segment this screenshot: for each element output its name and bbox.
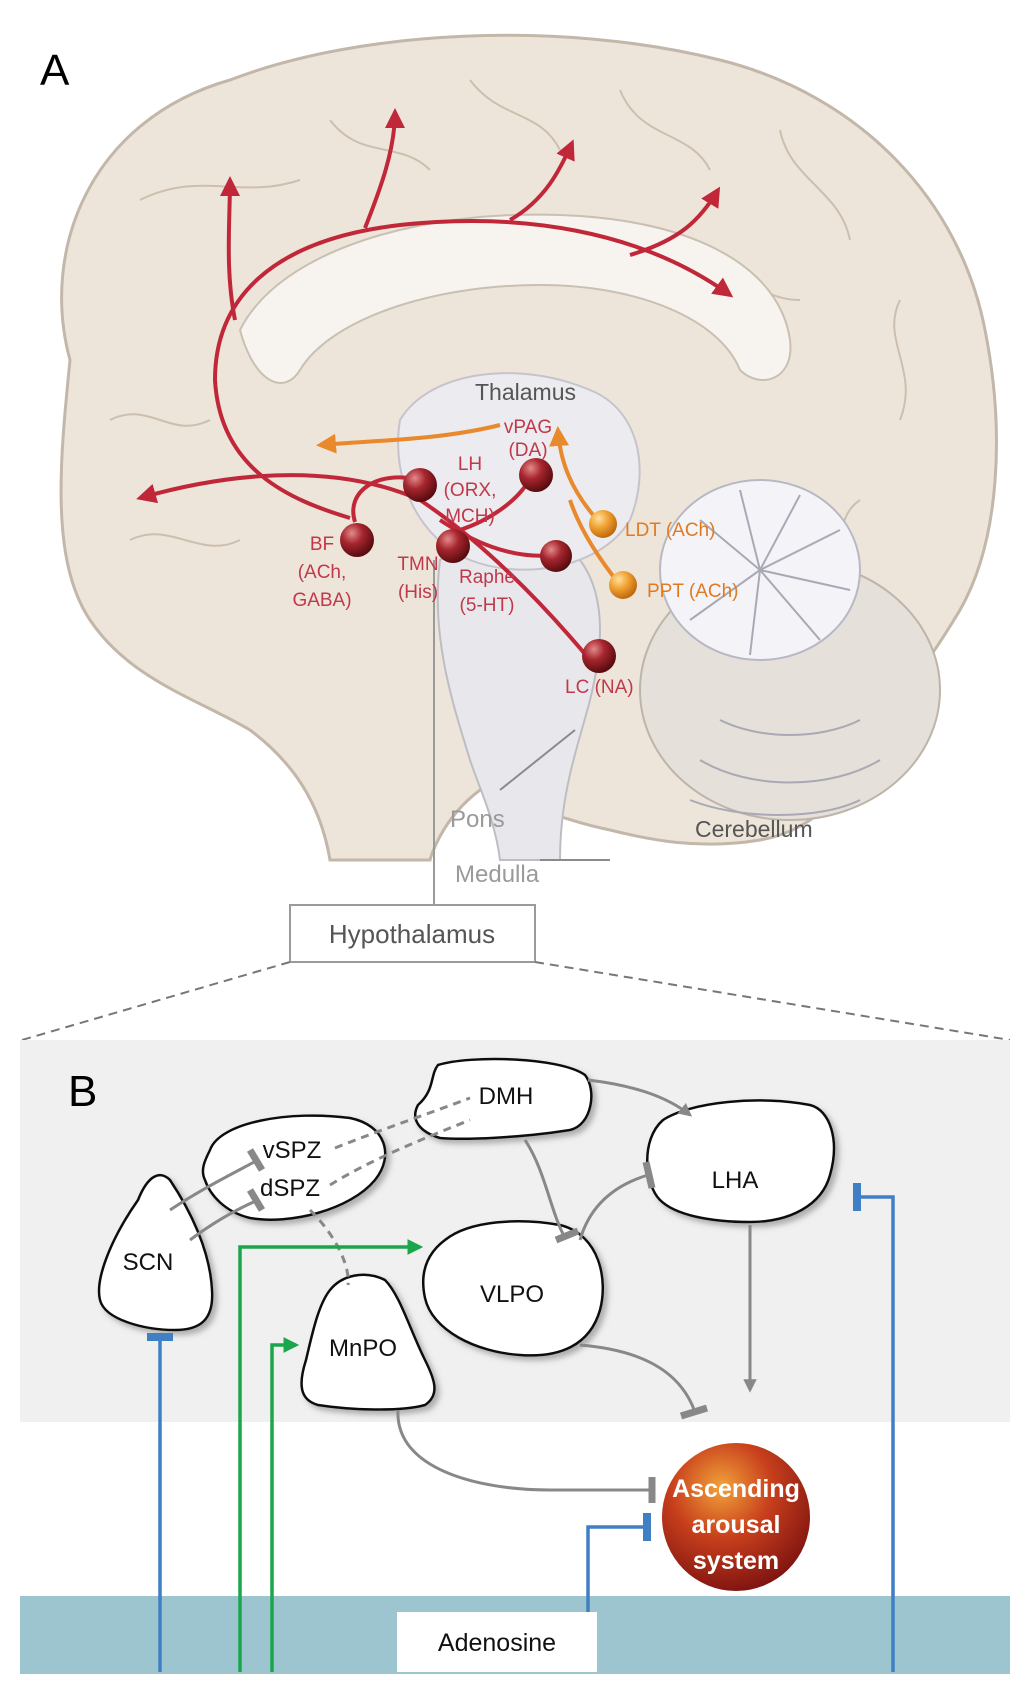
dashed-links (308, 1096, 471, 1286)
ldt-to-thalamus (549, 426, 602, 525)
green-connections (238, 1239, 424, 1672)
mnpo-label: MnPO (329, 1335, 397, 1362)
lha-blob (646, 1099, 836, 1224)
svg-text:(ORX,: (ORX, (444, 480, 497, 501)
svg-text:(His): (His) (398, 582, 438, 603)
aas-label: Ascending arousal system (672, 1475, 800, 1575)
branch-frontal (219, 176, 240, 321)
svg-text:(DA): (DA) (508, 440, 547, 461)
thalamus-label: Thalamus (475, 379, 576, 405)
corpus-callosum (238, 213, 792, 384)
ldt-node (589, 510, 617, 538)
panel-a: A Thalamus Pons Medulla Cerebellum BF (A… (40, 33, 998, 963)
dmh-label: DMH (479, 1083, 534, 1110)
scn-to-vspz (169, 1158, 259, 1212)
svg-text:arousal: arousal (692, 1511, 781, 1539)
vlpo-to-aas (579, 1343, 697, 1413)
mnpo-to-aas (396, 1409, 650, 1492)
vlpo-blob (421, 1220, 604, 1357)
adenosine-to-mnpo (270, 1337, 300, 1672)
raphe-node (540, 540, 572, 572)
panel-a-letter: A (40, 46, 70, 95)
raphe-label: Raphe (5-HT) (459, 567, 515, 616)
vpag-label: vPAG (DA) (504, 417, 552, 461)
lc-label: LC (NA) (565, 677, 634, 698)
orange-to-bf (316, 423, 501, 454)
medulla-label: Medulla (455, 861, 540, 888)
lh-node (403, 468, 437, 502)
svg-text:system: system (693, 1547, 779, 1575)
svg-text:GABA): GABA) (292, 590, 351, 611)
svg-text:TMN: TMN (397, 554, 438, 575)
svg-text:Raphe: Raphe (459, 567, 515, 588)
zoom-line-right (534, 961, 1011, 1041)
panel-b: B (20, 1040, 1010, 1674)
svg-text:(ACh,: (ACh, (298, 562, 347, 583)
cerebellum (639, 479, 941, 821)
tmn-label: TMN (His) (397, 554, 438, 603)
branch-superior1 (363, 108, 405, 229)
scn-blob (97, 1174, 214, 1332)
scn-label: SCN (123, 1249, 174, 1276)
dmh-to-lha (587, 1078, 693, 1117)
adenosine-label: Adenosine (438, 1629, 556, 1657)
svg-text:(5-HT): (5-HT) (460, 595, 515, 616)
svg-text:LH: LH (458, 454, 482, 475)
tmn-node (436, 529, 470, 563)
adenosine-box (397, 1612, 597, 1672)
pons-pointer (499, 729, 576, 791)
scn-to-dspz (189, 1198, 259, 1242)
dmh-blob (414, 1057, 593, 1140)
svg-text:vPAG: vPAG (504, 417, 552, 438)
vlpo-label: VLPO (480, 1281, 544, 1308)
mnpo-blob (300, 1273, 436, 1411)
hypothalamus-box (289, 904, 536, 963)
svg-text:MCH): MCH) (445, 506, 495, 527)
vlpo-to-lha (578, 1173, 649, 1241)
lha-label: LHA (712, 1167, 759, 1194)
dorsal-pathway (212, 219, 734, 520)
ascending-arousal-system (662, 1443, 810, 1591)
ppt-node (609, 571, 637, 599)
adenosine-to-lha (855, 1195, 895, 1672)
blue-inhibit-bars (147, 1183, 861, 1541)
dmh-to-vlpo (523, 1139, 567, 1239)
svg-text:BF: BF (310, 534, 334, 555)
grey-inhibit-bars (246, 1148, 709, 1503)
pons-label: Pons (450, 806, 505, 833)
bf-node (340, 523, 374, 557)
hypothalamus-label: Hypothalamus (329, 919, 495, 949)
cerebellum-label: Cerebellum (695, 816, 813, 842)
lh-label: LH (ORX, MCH) (444, 454, 497, 527)
adenosine-to-aas (586, 1525, 650, 1612)
zoom-line-left (21, 961, 291, 1041)
adenosine-to-vlpo (238, 1239, 424, 1672)
svg-text:Ascending: Ascending (672, 1475, 800, 1503)
vpag-node (519, 458, 553, 492)
blue-connections (158, 1195, 895, 1672)
branch-superior2 (509, 139, 575, 222)
bf-label: BF (ACh, GABA) (292, 534, 351, 611)
dspz-label: dSPZ (260, 1175, 320, 1202)
ppt-label: PPT (ACh) (647, 581, 739, 602)
branch-posterior (629, 186, 721, 257)
panel-b-letter: B (68, 1067, 97, 1116)
grey-connections (169, 1078, 757, 1492)
ldt-label: LDT (ACh) (625, 520, 715, 541)
lc-node (582, 639, 616, 673)
vspz-label: vSPZ (263, 1137, 322, 1164)
